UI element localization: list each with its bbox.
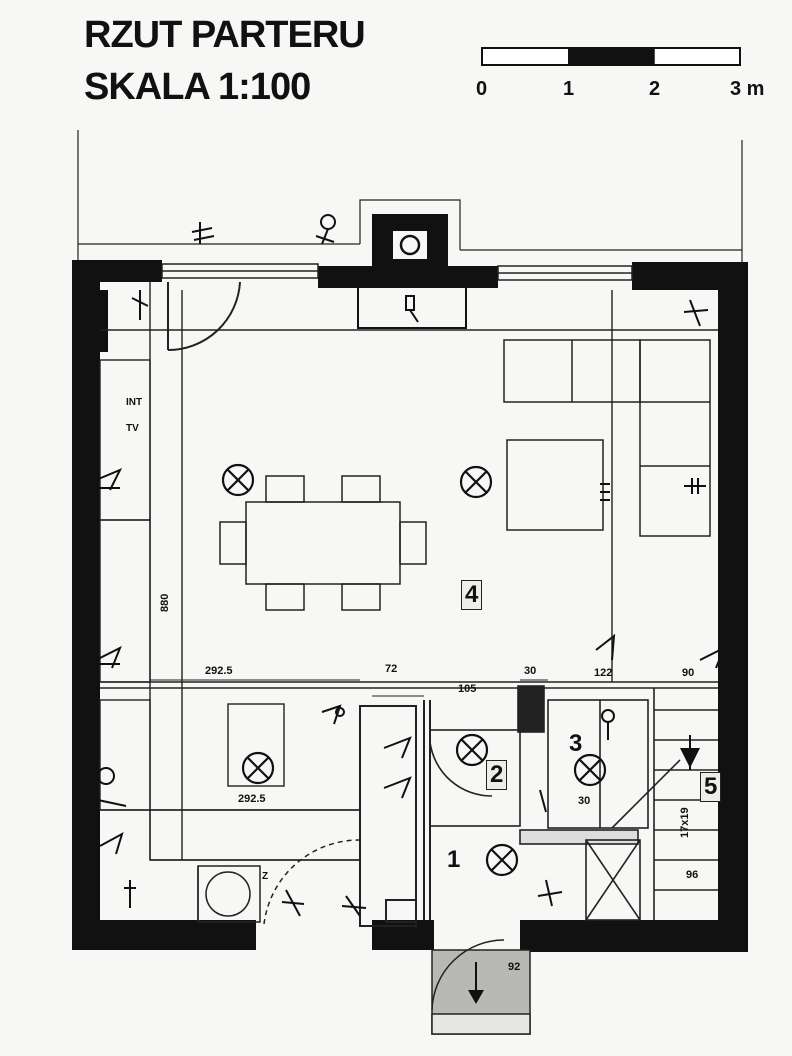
kitchen-counter <box>99 359 361 861</box>
kitchen-door-swing <box>263 839 361 925</box>
switch-icon <box>683 299 709 327</box>
socket-icon <box>383 776 412 799</box>
light-fixtures <box>221 463 607 877</box>
dining-table <box>245 501 401 585</box>
scale-label-3m: 3 m <box>730 78 765 100</box>
entrance-door-swing <box>167 281 241 352</box>
socket-icon <box>321 704 345 725</box>
site-guide-lines <box>77 130 743 262</box>
chair <box>341 583 381 611</box>
dimension-lines <box>150 679 548 697</box>
socket-icon <box>699 645 726 669</box>
label-z: Z <box>262 871 269 882</box>
socket-icon <box>124 880 136 908</box>
label-tv: TV <box>126 423 139 434</box>
dimension-122: 122 <box>594 667 613 679</box>
socket-icon <box>595 633 616 661</box>
kitchen-appliances <box>197 865 261 923</box>
windows <box>161 263 633 281</box>
chair <box>265 583 305 611</box>
scale-label-1: 1 <box>563 78 575 100</box>
room-number-3: 3 <box>569 730 583 757</box>
socket-icon <box>684 478 706 494</box>
room-number-4: 4 <box>461 580 483 610</box>
scale-label-2: 2 <box>649 78 661 100</box>
socket-icon <box>600 483 610 501</box>
label-int: INT <box>126 397 143 408</box>
socket-icon <box>95 645 122 669</box>
ceiling-light-icon <box>459 465 493 499</box>
chair <box>341 475 381 503</box>
dimension-96: 96 <box>686 869 699 881</box>
switch-icon <box>281 889 305 917</box>
switch-icon <box>191 222 215 244</box>
sink-bowl <box>205 871 251 917</box>
ceiling-light-icon <box>485 843 519 877</box>
interior-lines <box>100 282 718 861</box>
ceiling-light-icon <box>241 751 275 785</box>
electrical-symbols <box>95 214 726 917</box>
chair <box>399 521 427 565</box>
dimension-90: 90 <box>682 667 695 679</box>
ceiling-light-icon <box>221 463 255 497</box>
dimension-kitchen-width: 292.5 <box>205 665 233 677</box>
ceiling-light-icon <box>573 753 607 787</box>
room-number-1: 1 <box>447 846 461 873</box>
bathroom-room-2 <box>429 685 545 827</box>
switch-icon <box>131 290 149 320</box>
switch-icon <box>539 789 547 813</box>
exterior-walls <box>72 260 748 952</box>
scale-bar <box>481 47 741 66</box>
dimension-105: 105 <box>458 683 477 695</box>
socket-icon <box>97 767 127 807</box>
socket-icon <box>405 295 419 323</box>
socket-icon <box>95 468 123 491</box>
sofa <box>503 339 711 537</box>
switch-icon <box>315 214 336 245</box>
scale-bar-dark-segment <box>568 48 654 65</box>
coffee-table <box>506 439 604 531</box>
dimension-left-vertical: 880 <box>159 593 171 612</box>
socket-icon <box>99 831 124 855</box>
dimension-entry: 92 <box>508 961 521 973</box>
stair-arrow-icon <box>680 735 700 770</box>
ceiling-light-icon <box>455 733 489 767</box>
dining-set <box>219 475 427 611</box>
dimension-72: 72 <box>385 663 398 675</box>
kitchen-island <box>227 703 285 787</box>
chair <box>265 475 305 503</box>
room-number-5: 5 <box>700 772 722 802</box>
scale-label-0: 0 <box>476 78 488 100</box>
plan-scale-title: SKALA 1:100 <box>84 66 311 108</box>
dimension-30: 30 <box>524 665 537 677</box>
dimension-stair-17x19: 17x19 <box>679 807 691 838</box>
plan-title: RZUT PARTERU <box>84 14 366 56</box>
entry-vestibule <box>431 939 531 1035</box>
socket-icon <box>601 709 615 740</box>
stair-area <box>519 688 718 921</box>
room-number-2: 2 <box>486 760 508 790</box>
chair <box>219 521 247 565</box>
switch-icon <box>341 895 367 917</box>
switch-icon <box>537 879 563 907</box>
utility-partitions <box>359 700 431 927</box>
dimension-30b: 30 <box>578 795 591 807</box>
socket-icon <box>383 736 412 759</box>
dimension-kitchen-lower: 292.5 <box>238 793 266 805</box>
